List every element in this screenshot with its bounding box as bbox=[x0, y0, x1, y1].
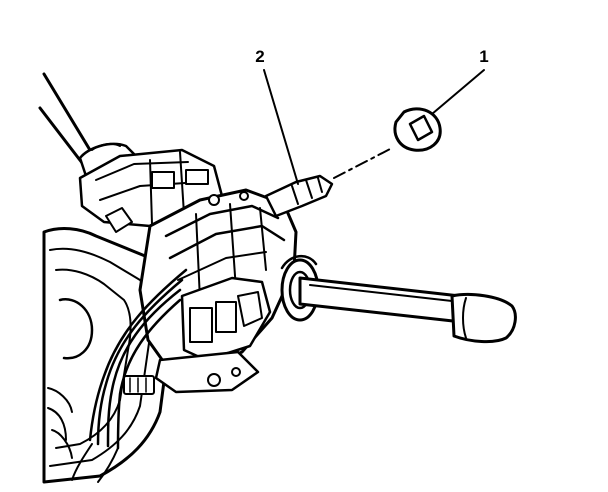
multifunction-lever bbox=[280, 255, 517, 344]
leader-line-1 bbox=[431, 69, 485, 115]
leader-lines bbox=[263, 69, 485, 185]
lower-bracket bbox=[154, 350, 260, 394]
leader-line-2 bbox=[263, 69, 299, 185]
washer-part-1 bbox=[393, 107, 442, 152]
wiring-harness bbox=[71, 268, 188, 483]
callout-label-2: 2 bbox=[255, 47, 264, 66]
callout-label-1: 1 bbox=[479, 47, 488, 66]
switch-stud-part-2 bbox=[264, 147, 393, 218]
switch-housing bbox=[138, 188, 298, 378]
